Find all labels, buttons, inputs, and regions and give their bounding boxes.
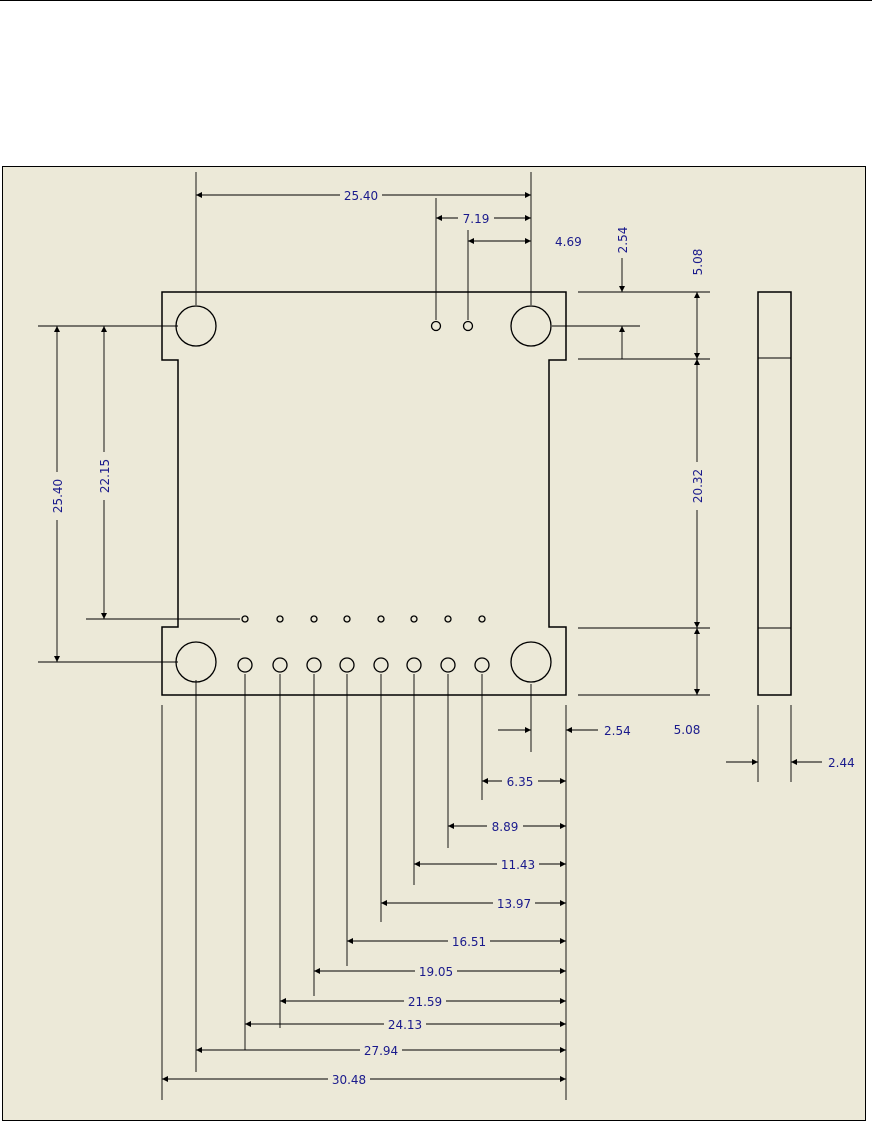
dim-pin-offset: 21.59 <box>408 995 442 1009</box>
board-outline <box>162 292 566 695</box>
mounting-hole-top-right <box>511 306 551 346</box>
dim-pin-offset: 8.89 <box>492 820 519 834</box>
top-pin-hole <box>464 322 473 331</box>
dim-top-notch-height: 2.54 <box>616 227 630 254</box>
extension-lines <box>38 172 791 1100</box>
label-backgrounds <box>48 186 706 1088</box>
dim-top-tab-height: 5.08 <box>691 249 705 276</box>
dim-top-hole-span: 25.40 <box>344 189 378 203</box>
dim-pin-offset: 11.43 <box>501 858 535 872</box>
dim-bottom-hole-offset: 2.54 <box>604 724 631 738</box>
header-pin-row <box>238 658 489 672</box>
mounting-hole-bottom-left <box>176 642 216 682</box>
dim-pin-offset: 6.35 <box>507 775 534 789</box>
dim-pin1-offset: 7.19 <box>463 212 490 226</box>
top-pin-hole <box>432 322 441 331</box>
mounting-hole-top-left <box>176 306 216 346</box>
dim-pin-offset: 13.97 <box>497 897 531 911</box>
dim-pin-offset: 30.48 <box>332 1073 366 1087</box>
dim-bottom-tab-height: 5.08 <box>674 723 701 737</box>
dimension-lines <box>57 195 822 1079</box>
dim-pin2-offset: 4.69 <box>555 235 582 249</box>
dim-pin-offset: 19.05 <box>419 965 453 979</box>
dim-right-body-height: 20.32 <box>691 469 705 503</box>
dim-left-pin-row-span: 22.15 <box>98 459 112 493</box>
dim-pin-offset: 27.94 <box>364 1044 398 1058</box>
dim-pin-offset: 16.51 <box>452 935 486 949</box>
dim-side-thickness: 2.44 <box>828 756 855 770</box>
small-pin-row <box>242 616 485 622</box>
mounting-hole-bottom-right <box>511 642 551 682</box>
dim-left-outer-span: 25.40 <box>51 479 65 513</box>
side-view <box>758 292 791 695</box>
dim-pin-offset: 24.13 <box>388 1018 422 1032</box>
